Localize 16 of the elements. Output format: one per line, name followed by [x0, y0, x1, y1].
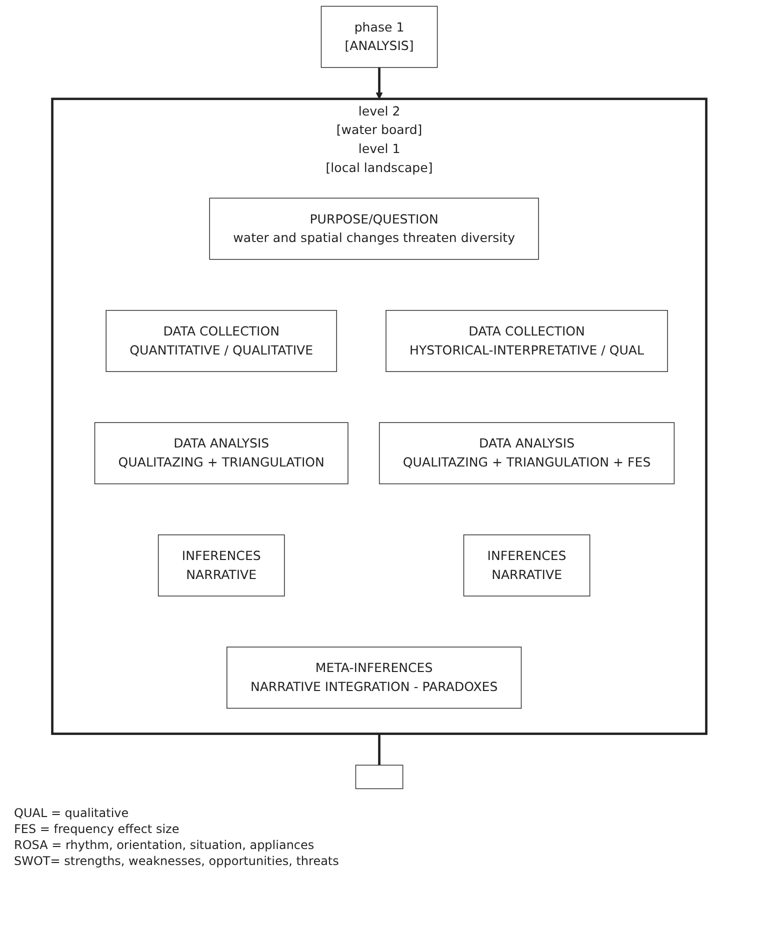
node-box: [356, 764, 404, 790]
node-box: DATA COLLECTION QUANTITATIVE / QUALITATIVE: [106, 310, 338, 372]
node-box: META-INFERENCES NARRATIVE INTEGRATION - PARADOXES: [226, 646, 522, 709]
abbreviation-note: SWOT= strengths, weaknesses, opportunities, threats: [14, 854, 340, 868]
arrow: [376, 68, 383, 100]
node-box: DATA COLLECTION HYSTORICAL-INTERPRETATIVE / QUAL: [386, 310, 668, 372]
node-box: DATA ANALYSIS QUALITAZING + TRIANGULATION: [94, 422, 349, 484]
abbreviation-note: FES = frequency effect size: [14, 822, 180, 836]
node-box: PURPOSE/QUESTION water and spatial changes threaten diversity: [209, 198, 540, 260]
connector: [378, 734, 381, 766]
node-box: INFERENCES NARRATIVE: [464, 534, 590, 596]
abbreviation-note: QUAL = qualitative: [14, 806, 130, 820]
node-box: INFERENCES NARRATIVE: [158, 534, 286, 596]
abbreviation-note: ROSA = rhythm, orientation, situation, appliances: [14, 838, 316, 852]
node-box: phase 1 [ANALYSIS]: [321, 6, 438, 68]
node-box: DATA ANALYSIS QUALITAZING + TRIANGULATION + FES: [379, 422, 675, 484]
